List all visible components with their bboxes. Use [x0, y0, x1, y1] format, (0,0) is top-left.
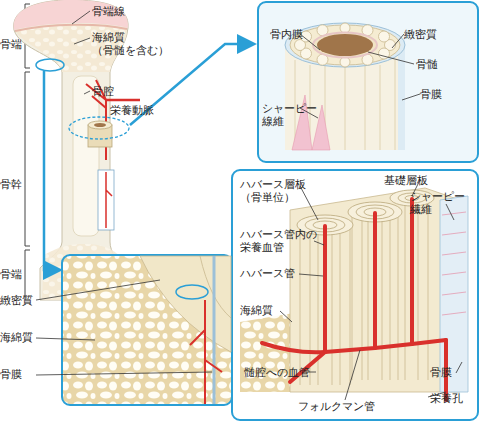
part-label: 栄養動脈	[110, 104, 154, 117]
part-label: フォルクマン管	[298, 400, 375, 413]
part-label: 骨端	[0, 268, 22, 281]
part-label: 骨端	[0, 38, 22, 51]
osteon-inset	[232, 170, 478, 420]
part-label: ハバース管内の 栄養血管	[240, 228, 324, 254]
part-label: 基礎層板	[384, 174, 428, 187]
part-label: 髄腔への血管	[244, 366, 310, 379]
part-label: ハバース層板 （骨単位）	[240, 178, 322, 204]
part-label: 骨腔	[92, 85, 114, 98]
part-label: 海綿質	[0, 331, 33, 344]
part-label: 緻密質	[404, 28, 437, 41]
part-label: 海綿質	[240, 304, 273, 317]
part-label: 海綿質 （骨髄を含む）	[92, 31, 172, 57]
leader-lines	[36, 11, 462, 400]
part-label: ハバース管	[240, 267, 295, 280]
part-label: 骨膜	[430, 366, 452, 379]
part-label: 骨内膜	[270, 28, 303, 41]
brackets	[25, 4, 30, 300]
part-label: 骨幹	[0, 178, 22, 191]
part-label: 骨髄	[416, 58, 438, 71]
part-label: 骨膜	[0, 368, 22, 381]
part-label: シャーピー 線維	[262, 102, 324, 128]
part-label: 栄養孔	[430, 392, 463, 405]
part-label: 骨端線	[92, 5, 125, 18]
part-label: 緻密質	[0, 294, 33, 307]
cross-section-inset	[258, 2, 478, 162]
part-label: シャーピー 繊維	[410, 190, 472, 216]
part-label: 骨膜	[420, 88, 442, 101]
spongy-bone-inset	[62, 255, 232, 405]
